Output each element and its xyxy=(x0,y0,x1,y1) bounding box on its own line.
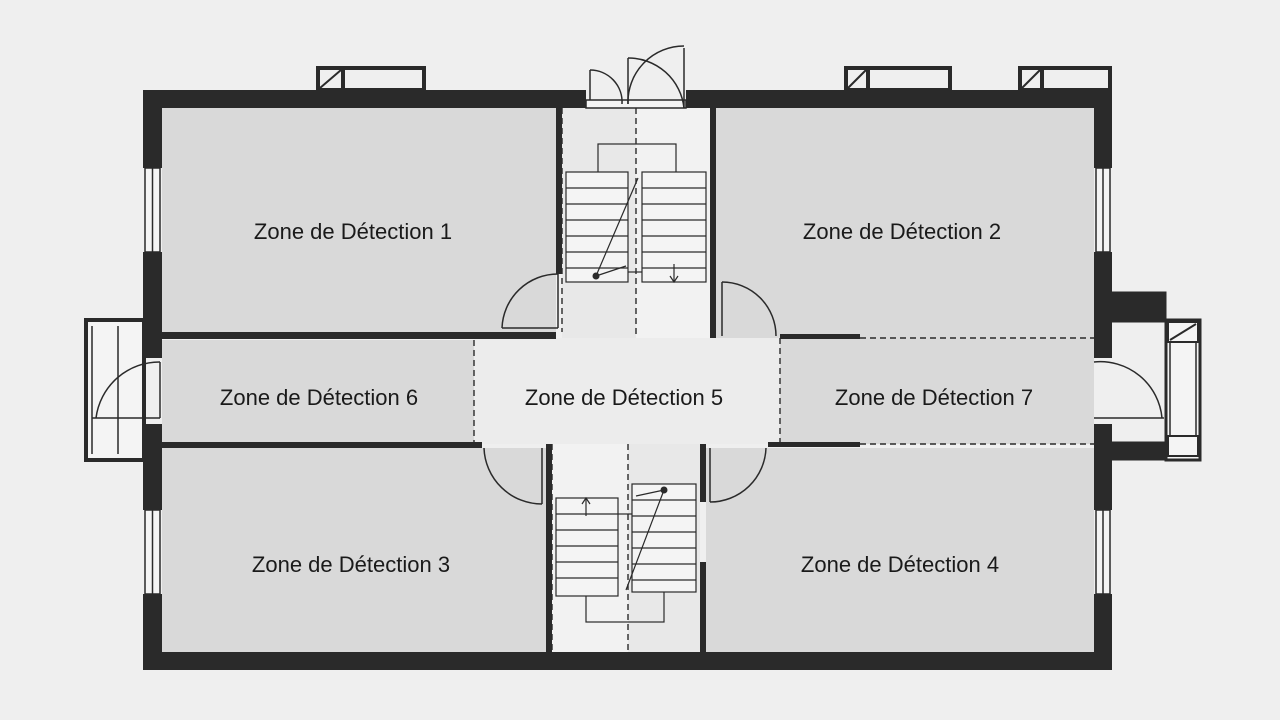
exterior-walls xyxy=(143,90,1112,670)
zone-labels: Zone de Détection 1 Zone de Détection 2 … xyxy=(220,219,1033,577)
zone-1-area[interactable] xyxy=(162,108,556,332)
zone-boundaries xyxy=(473,108,1094,652)
zone-label-3: Zone de Détection 3 xyxy=(252,552,450,577)
interior-doors[interactable] xyxy=(483,273,777,505)
interior-walls xyxy=(162,108,860,652)
zone-label-1: Zone de Détection 1 xyxy=(254,219,452,244)
zone-4-area[interactable] xyxy=(706,448,1094,652)
zone-6-area[interactable] xyxy=(162,340,474,442)
left-entrance-vestibule[interactable] xyxy=(84,318,161,462)
zone-label-5: Zone de Détection 5 xyxy=(525,385,723,410)
zone-label-7: Zone de Détection 7 xyxy=(835,385,1033,410)
windows xyxy=(144,167,1111,595)
stairs-top xyxy=(565,143,707,284)
zone-5-area[interactable] xyxy=(474,338,780,444)
zone-3-area[interactable] xyxy=(162,448,546,652)
top-window-boxes xyxy=(316,66,1112,92)
zone-label-4: Zone de Détection 4 xyxy=(801,552,999,577)
zone-label-6: Zone de Détection 6 xyxy=(220,385,418,410)
zone-7-area[interactable] xyxy=(780,338,1094,444)
main-entrance-doors[interactable] xyxy=(585,45,687,109)
zone-2-area[interactable] xyxy=(716,108,1094,338)
stairs-bottom xyxy=(555,483,697,623)
right-entrance-vestibule[interactable] xyxy=(1093,291,1202,462)
zone-label-2: Zone de Détection 2 xyxy=(803,219,1001,244)
